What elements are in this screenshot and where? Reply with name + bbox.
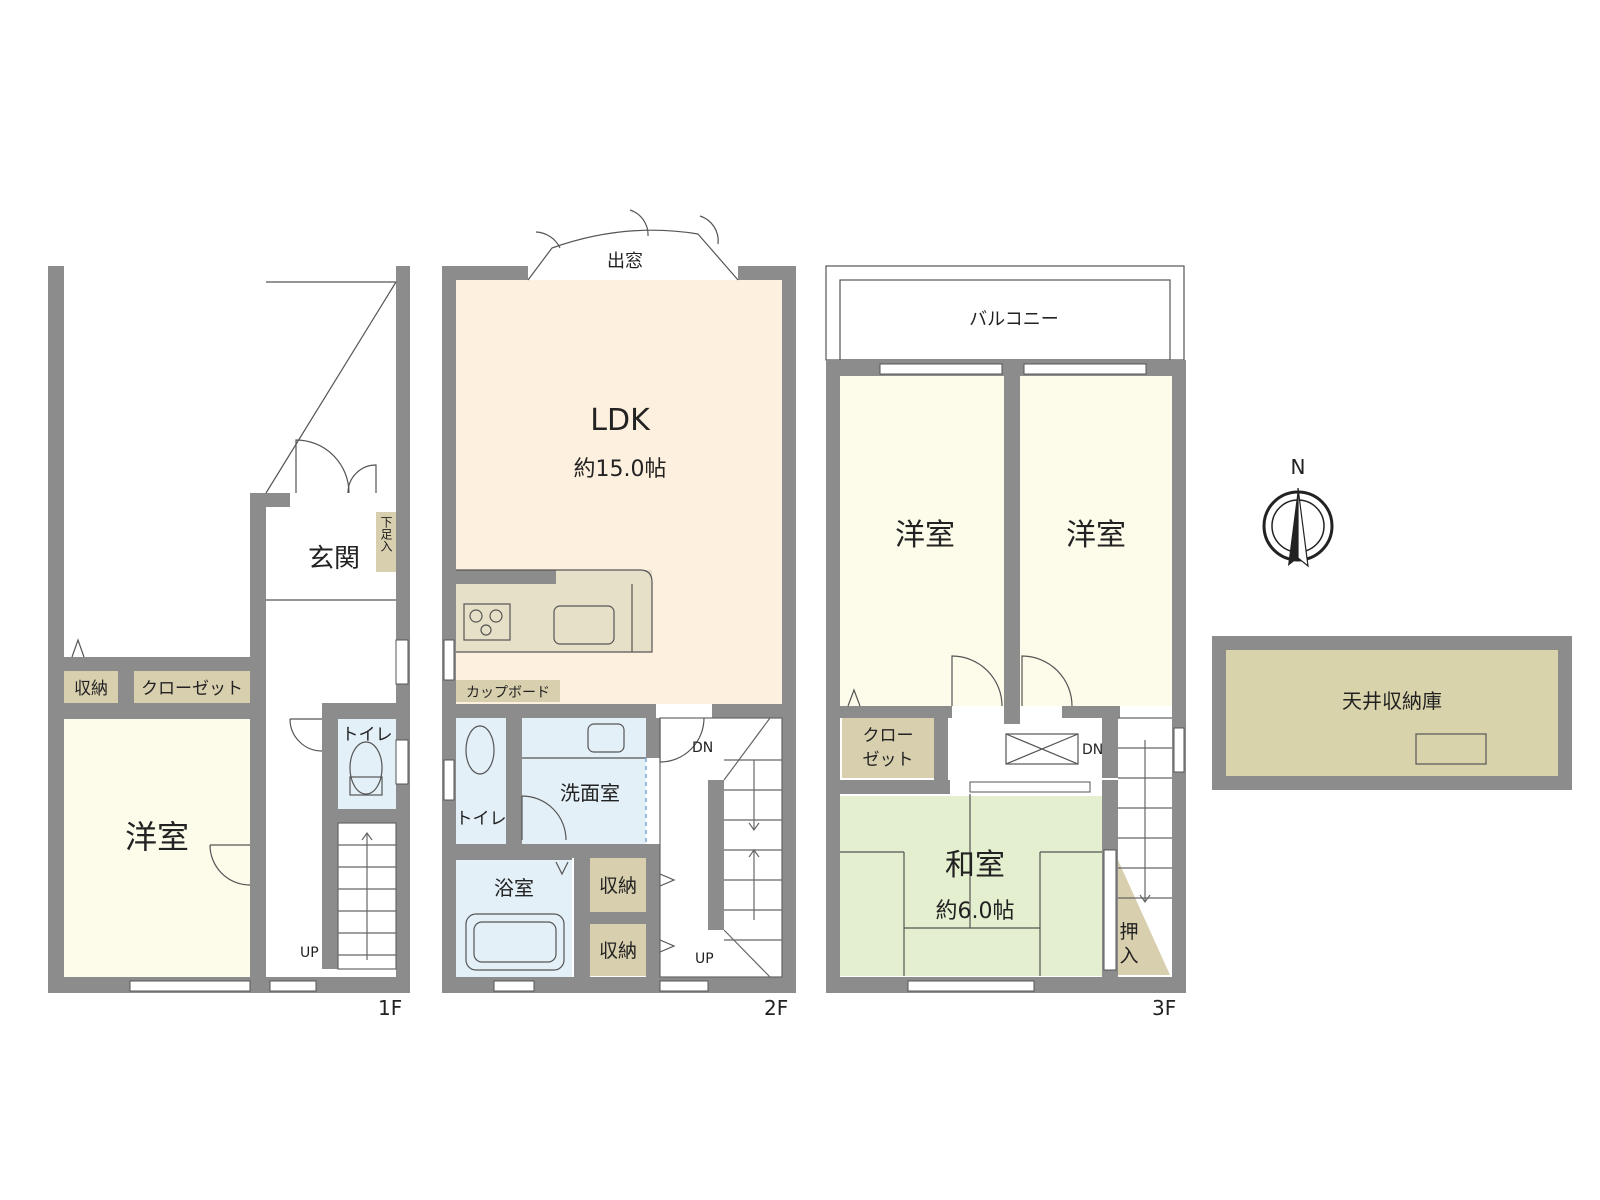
- storage-1f-floor: [64, 671, 118, 703]
- room-label-ldk: LDK: [590, 403, 651, 438]
- oshiire-floor: [1118, 860, 1170, 975]
- compass-north-label: N: [1291, 455, 1306, 479]
- north-compass-icon: N: [1262, 455, 1334, 568]
- room-size-japanese: 約6.0帖: [936, 899, 1015, 924]
- floor-label-2f: 2F: [764, 996, 788, 1020]
- room-label-western-1f: 洋室: [125, 818, 189, 856]
- floor-3: バルコニー 洋室 洋室 クロー ゼット 和室 約6.0帖 押 入 DN 3F: [825, 265, 1186, 1020]
- room-label-japanese: 和室: [945, 848, 1005, 883]
- room-label-oshiire-line1: 押: [1119, 921, 1138, 943]
- room-label-toilet-1f: トイレ: [342, 725, 393, 745]
- western-room-1f-floor: [64, 719, 250, 977]
- attic-storage: 天井収納庫: [1212, 636, 1572, 790]
- floor-label-3f: 3F: [1152, 996, 1176, 1020]
- stair-up-1f: UP: [300, 945, 319, 961]
- room-label-entrance: 玄関: [308, 544, 360, 574]
- stair-down-2f: DN: [692, 740, 713, 756]
- room-label-western-3f-2: 洋室: [1066, 518, 1126, 553]
- stair-down-3f: DN: [1082, 742, 1103, 758]
- attic-label: 天井収納庫: [1342, 689, 1442, 713]
- japanese-room-floor: [840, 796, 1104, 976]
- room-label-closet-3f-line2: ゼット: [863, 750, 914, 770]
- western-room-3f-2-floor: [1020, 376, 1172, 706]
- floor-2: 出窓 LDK 約15.0帖 カップボード トイレ 洗面室 浴室 収納 収納 DN…: [442, 209, 796, 1020]
- attic-hatch-icon: [1415, 733, 1487, 765]
- bathtub-icon: [465, 913, 565, 971]
- room-label-storage-1f: 収納: [74, 679, 108, 699]
- western-room-3f-1-floor: [840, 376, 1004, 706]
- stair-up-2f: UP: [695, 951, 714, 967]
- room-label-oshiire-line2: 入: [1119, 945, 1138, 967]
- toilet-2f-floor: [456, 718, 506, 844]
- room-label-western-3f-1: 洋室: [895, 518, 955, 553]
- stove-icon: [463, 603, 511, 641]
- washroom-floor: [522, 718, 646, 858]
- room-label-storage-2f-2: 収納: [599, 940, 637, 962]
- toilet-bowl-1f-icon: [349, 741, 383, 795]
- floor-label-1f: 1F: [378, 996, 402, 1020]
- room-label-balcony: バルコニー: [969, 309, 1059, 330]
- sink-icon: [553, 605, 615, 645]
- washbasin-icon: [587, 723, 625, 753]
- shoe-box-floor: [376, 512, 396, 572]
- room-label-closet-1f: クローゼット: [141, 679, 243, 699]
- room-label-washroom: 洗面室: [560, 781, 620, 805]
- ceiling-hatch-icon: [1005, 733, 1079, 765]
- floor-1: 洋室 玄関 トイレ 収納 クローゼット 下足入 UP 1F: [48, 266, 410, 1020]
- room-label-bay-window: 出窓: [607, 251, 643, 272]
- room-size-ldk: 約15.0帖: [574, 457, 667, 482]
- storage-2f-1-floor: [590, 858, 646, 912]
- room-label-closet-3f-line1: クロー: [863, 726, 914, 746]
- room-label-cupboard: カップボード: [466, 685, 550, 701]
- room-label-toilet-2f: トイレ: [456, 809, 507, 829]
- balcony: [825, 265, 1185, 361]
- toilet-bowl-2f-icon: [465, 725, 495, 775]
- closet-1f-floor: [134, 671, 250, 703]
- room-label-bathroom: 浴室: [494, 876, 534, 900]
- closet-3f-floor: [842, 718, 934, 778]
- room-label-shoe-box: 下足入: [379, 516, 393, 552]
- cupboard-floor: [456, 680, 560, 702]
- storage-2f-2-floor: [590, 924, 646, 976]
- room-label-storage-2f-1: 収納: [599, 875, 637, 897]
